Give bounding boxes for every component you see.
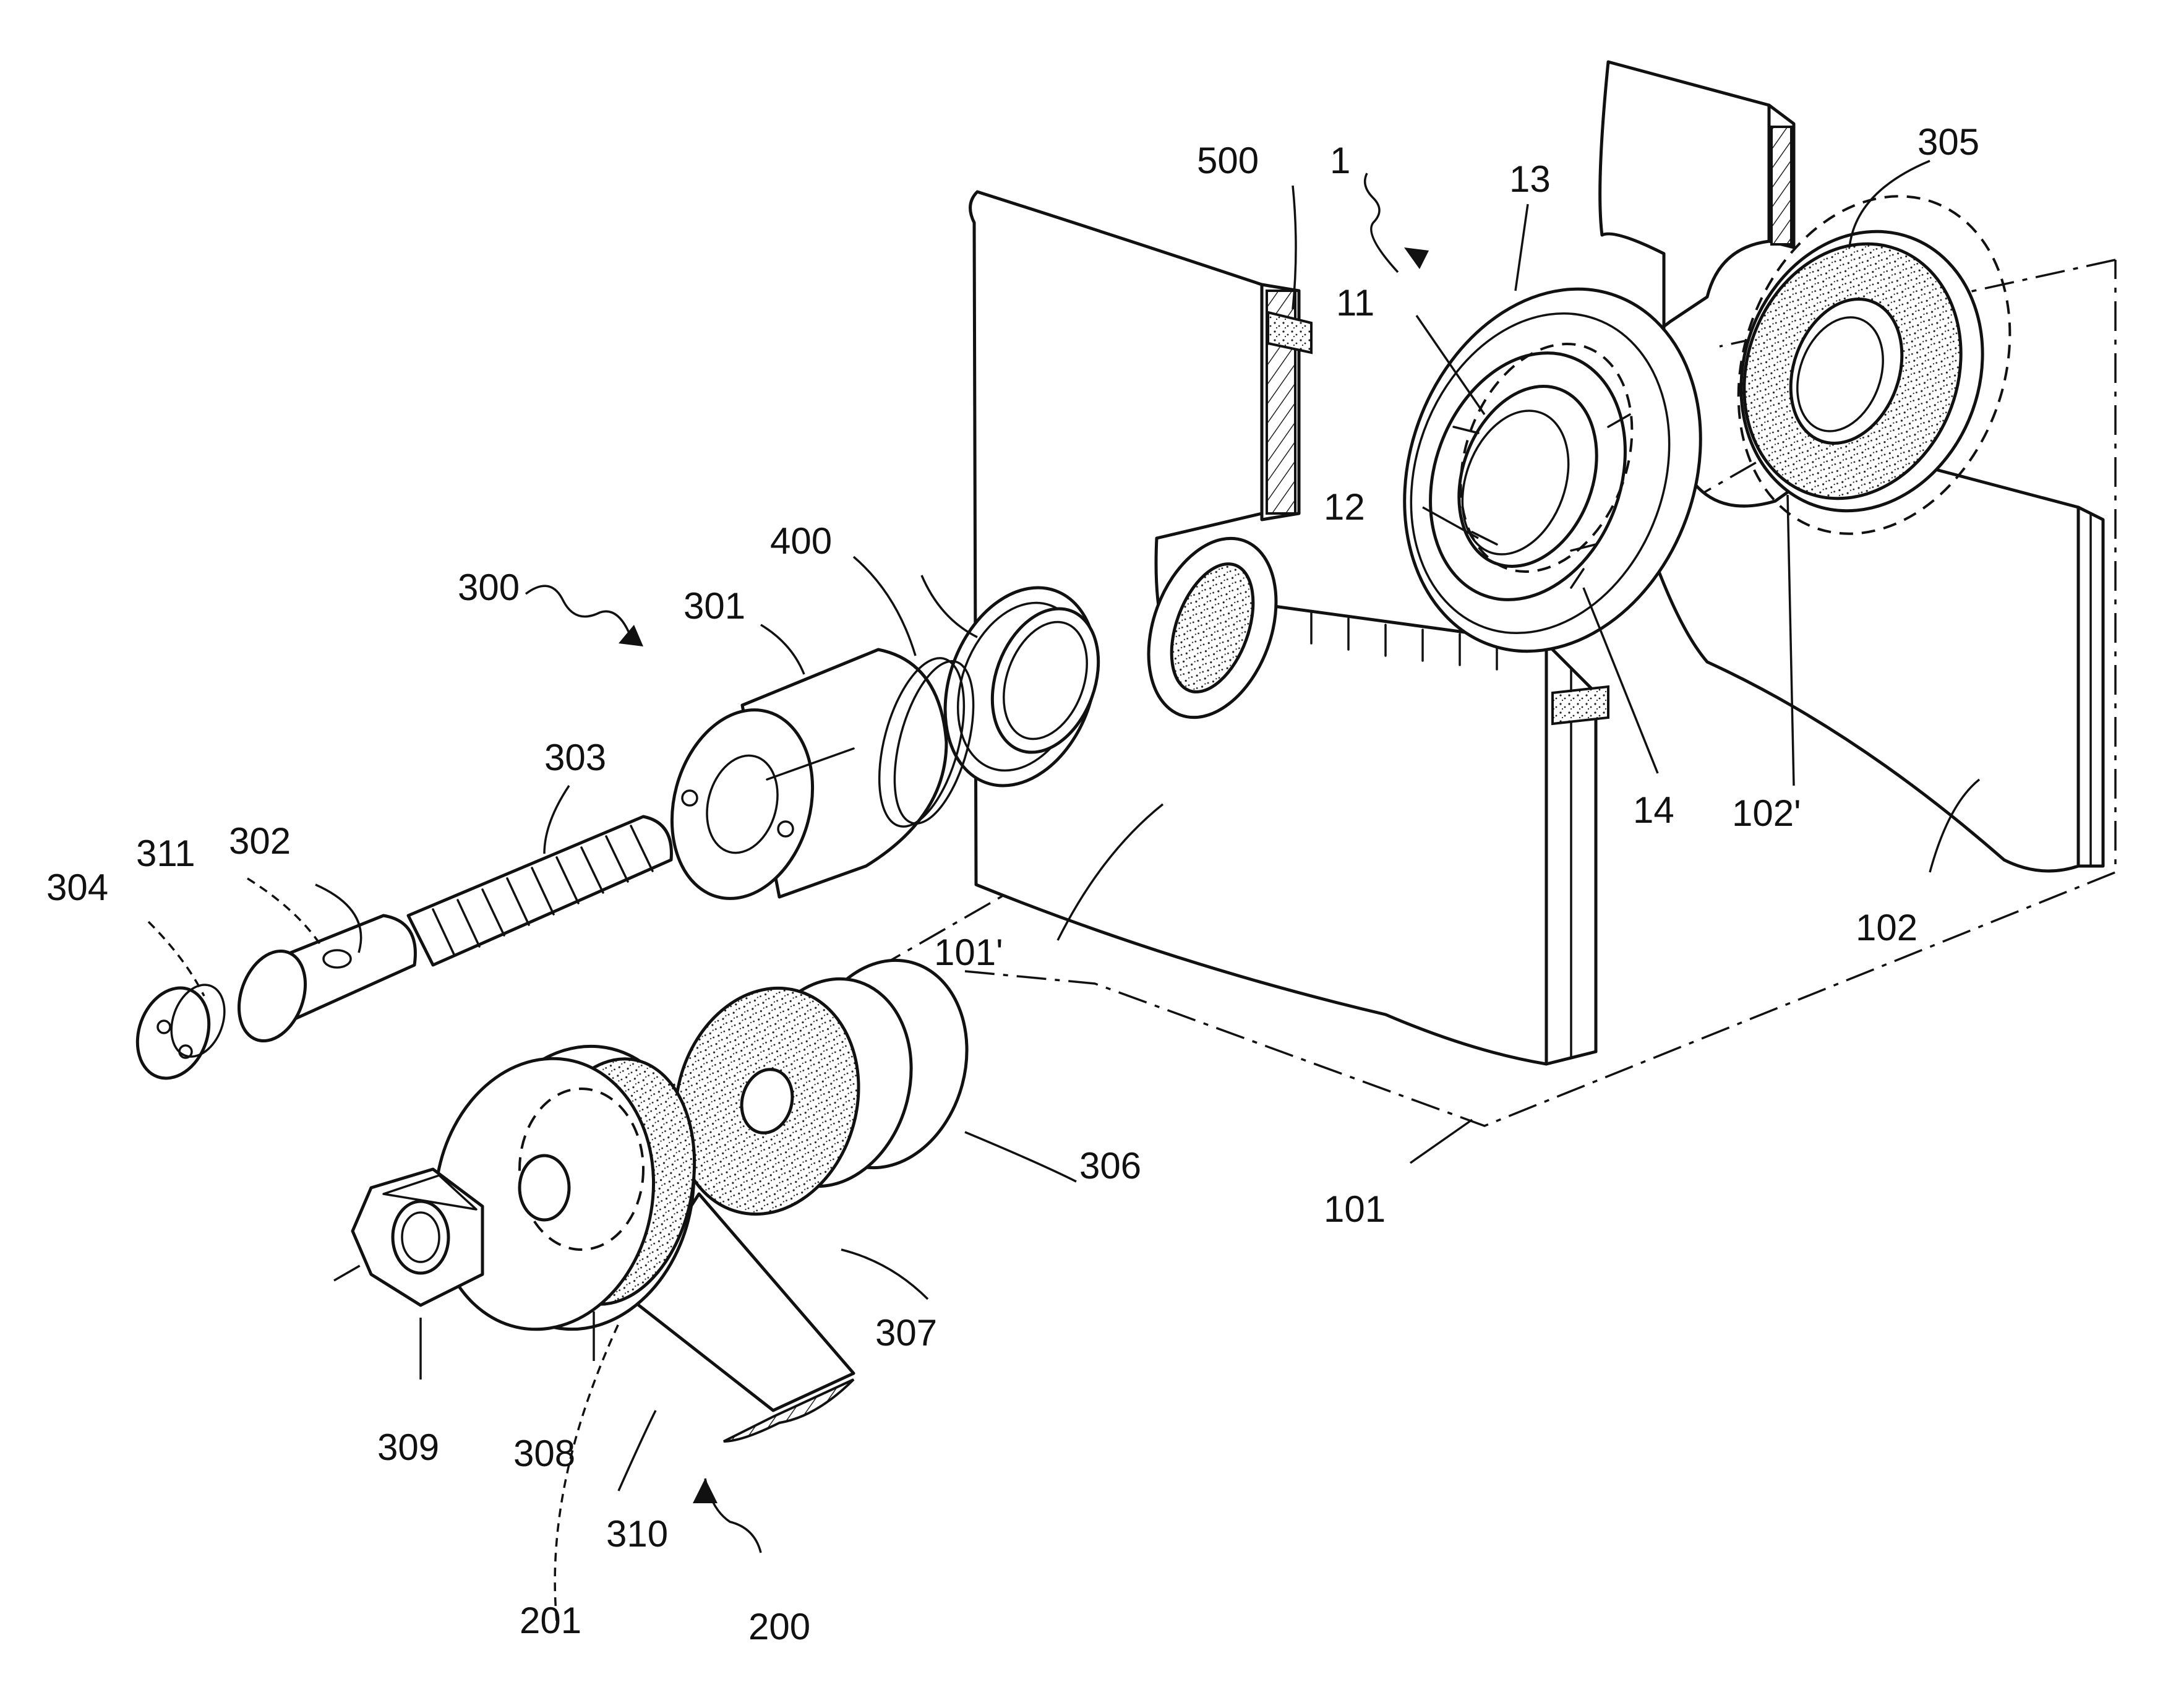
wavy-leader-200 — [705, 1478, 761, 1553]
callout-1: 1 — [1330, 140, 1350, 181]
callout-101p: 101' — [934, 932, 1003, 973]
callout-307: 307 — [875, 1312, 937, 1354]
callout-13: 13 — [1509, 158, 1551, 200]
callout-308: 308 — [513, 1433, 575, 1474]
callout-300: 300 — [458, 567, 520, 608]
arrowhead-200 — [693, 1478, 718, 1503]
wavy-leader-1 — [1365, 173, 1398, 272]
callout-102p: 102' — [1732, 792, 1801, 834]
callout-311: 311 — [136, 833, 195, 874]
callout-306: 306 — [1079, 1145, 1141, 1187]
arrowhead-300 — [619, 625, 643, 646]
callout-12: 12 — [1324, 486, 1365, 528]
callout-310: 310 — [606, 1513, 668, 1555]
wavy-leader-300 — [526, 586, 631, 637]
end-cap-304 — [126, 977, 234, 1088]
callout-304: 304 — [46, 867, 108, 908]
callout-11: 11 — [1336, 282, 1374, 324]
callout-101: 101 — [1324, 1188, 1386, 1230]
callout-400: 400 — [770, 520, 832, 562]
callout-302: 302 — [229, 820, 291, 862]
seal-disk-306 — [651, 942, 990, 1235]
callout-303: 303 — [544, 737, 606, 778]
callout-201: 201 — [520, 1600, 581, 1641]
callout-500: 500 — [1197, 140, 1259, 181]
arrowhead-1 — [1404, 247, 1429, 269]
callout-14: 14 — [1633, 789, 1674, 831]
callout-102: 102 — [1856, 907, 1917, 948]
housing-301 — [652, 649, 988, 914]
callout-309: 309 — [377, 1427, 439, 1468]
callout-200: 200 — [748, 1606, 810, 1647]
callout-301: 301 — [683, 585, 745, 627]
seal-strip-lower — [1553, 687, 1608, 724]
threaded-shaft-303 — [408, 817, 671, 965]
callout-305: 305 — [1917, 121, 1979, 163]
pin-302 — [227, 916, 415, 1050]
